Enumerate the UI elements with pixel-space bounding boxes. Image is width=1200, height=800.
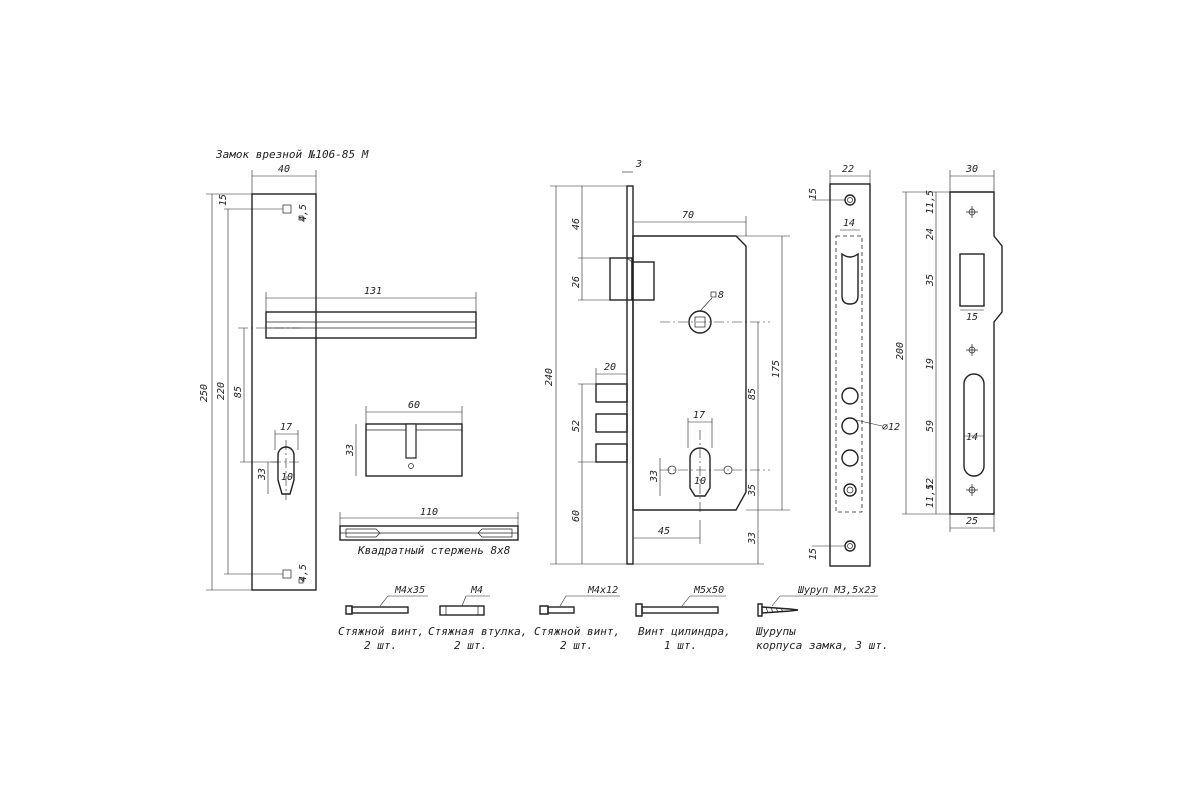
- dim-cylinder-60: 60: [408, 400, 420, 411]
- strike-plate-view: 30 200 11,5 24 35 15 19 59 14 12 11,5 25: [895, 164, 1003, 532]
- dim-lock-240: 240: [544, 368, 555, 386]
- lock-body-view: 3 240 46 26 70 8 175 20 52 85 1: [544, 159, 790, 565]
- dim-cylinder-33: 33: [345, 444, 356, 457]
- part-caption1-wood-screw: Шурупы: [755, 625, 796, 638]
- dim-faceplate-hole-12: ∅12: [882, 422, 900, 433]
- part-name-m4x35: M4x35: [394, 585, 425, 596]
- dim-face-3: 3: [635, 159, 642, 170]
- dim-keyhole-33: 33: [257, 468, 268, 481]
- spindle-view: 110 Квадратный стержень 8х8: [339, 507, 519, 557]
- dim-lock-46: 46: [571, 218, 582, 230]
- dim-strike-15: 15: [966, 312, 978, 323]
- part-screw-m5x50: M5x50 Винт цилиндра, 1 шт.: [635, 585, 731, 652]
- dim-strike-25: 25: [966, 516, 978, 527]
- dim-lock-60: 60: [571, 510, 582, 522]
- part-caption1-m5x50: Винт цилиндра,: [638, 625, 731, 638]
- dim-strike-30: 30: [965, 164, 978, 175]
- part-screw-m4x35: M4x35 Стяжной винт, 2 шт.: [338, 585, 428, 652]
- dim-lock-70: 70: [682, 210, 694, 221]
- dim-lock-45: 45: [658, 526, 670, 537]
- dim-lock-17: 17: [693, 410, 705, 421]
- dim-strike-59: 59: [925, 420, 936, 432]
- dim-strike-35: 35: [925, 274, 936, 287]
- dim-keyhole-17: 17: [280, 422, 292, 433]
- dim-handle-85: 85: [233, 386, 244, 398]
- part-wood-screw: Шуруп M3,5x23 Шурупы корпуса замка, 3 шт…: [755, 585, 888, 652]
- dim-handle-220: 220: [216, 382, 227, 400]
- dim-lock-33b: 33: [747, 532, 758, 545]
- dim-spindle-110: 110: [420, 507, 438, 518]
- cylinder-view: 60 33: [345, 400, 463, 477]
- part-caption2-wood-screw: корпуса замка, 3 шт.: [756, 639, 888, 652]
- part-name-m4: M4: [470, 585, 483, 596]
- dim-keyhole-10: 10: [281, 472, 293, 483]
- dim-strike-11-5-top: 11,5: [925, 190, 936, 214]
- dim-lock-52: 52: [571, 420, 582, 432]
- dim-faceplate-22: 22: [842, 164, 854, 175]
- dim-lock-33: 33: [649, 470, 660, 483]
- part-caption2-m5x50: 1 шт.: [664, 639, 697, 652]
- part-caption1-m4x12: Стяжной винт,: [534, 625, 620, 638]
- dim-lock-85: 85: [747, 388, 758, 400]
- part-caption2-m4x12: 2 шт.: [560, 639, 593, 652]
- dim-lock-175: 175: [771, 360, 782, 378]
- dim-strike-12: 12: [925, 478, 936, 490]
- dim-handle-bolt-bottom: 4,5: [298, 564, 309, 582]
- dim-strike-200: 200: [895, 342, 906, 360]
- spindle-label: Квадратный стержень 8х8: [357, 544, 511, 557]
- part-screw-m4x12: M4x12 Стяжной винт, 2 шт.: [534, 585, 620, 652]
- dim-strike-14: 14: [966, 432, 978, 443]
- part-caption1-m4: Стяжная втулка,: [428, 625, 527, 638]
- dim-handle-bolt-top: 4,5: [298, 204, 309, 222]
- part-caption1-m4x35: Стяжной винт,: [338, 625, 424, 638]
- part-sleeve-m4: M4 Стяжная втулка, 2 шт.: [428, 585, 527, 652]
- dim-faceplate-14: 14: [843, 218, 855, 229]
- handle-plate-view: 40 250 220 15 4,5 4,5 85 131 17 10 33: [199, 164, 477, 591]
- part-caption2-m4: 2 шт.: [454, 639, 487, 652]
- part-caption2-m4x35: 2 шт.: [364, 639, 397, 652]
- dim-handle-250: 250: [199, 384, 210, 402]
- part-name-m5x50: M5x50: [693, 585, 724, 596]
- dim-handle-15: 15: [218, 194, 229, 206]
- dim-strike-24: 24: [925, 228, 936, 240]
- faceplate-view: 22 15 14 ∅12 15: [808, 164, 900, 567]
- dim-handle-40: 40: [278, 164, 290, 175]
- dim-faceplate-15-bottom: 15: [808, 548, 819, 560]
- dim-lock-10: 10: [694, 476, 706, 487]
- dim-lever-131: 131: [364, 286, 382, 297]
- dim-strike-11-5-bottom: 11,5: [925, 484, 936, 508]
- part-name-m4x12: M4x12: [587, 585, 618, 596]
- dim-lock-26: 26: [571, 276, 582, 288]
- part-name-wood-screw: Шуруп M3,5x23: [797, 585, 876, 596]
- dim-faceplate-15-top: 15: [808, 188, 819, 200]
- dim-lock-35: 35: [747, 484, 758, 497]
- dim-lock-square-8: 8: [718, 290, 724, 301]
- dim-lock-20: 20: [604, 362, 616, 373]
- drawing-title: Замок врезной №106-85 М: [215, 148, 369, 161]
- dim-strike-19: 19: [925, 358, 936, 370]
